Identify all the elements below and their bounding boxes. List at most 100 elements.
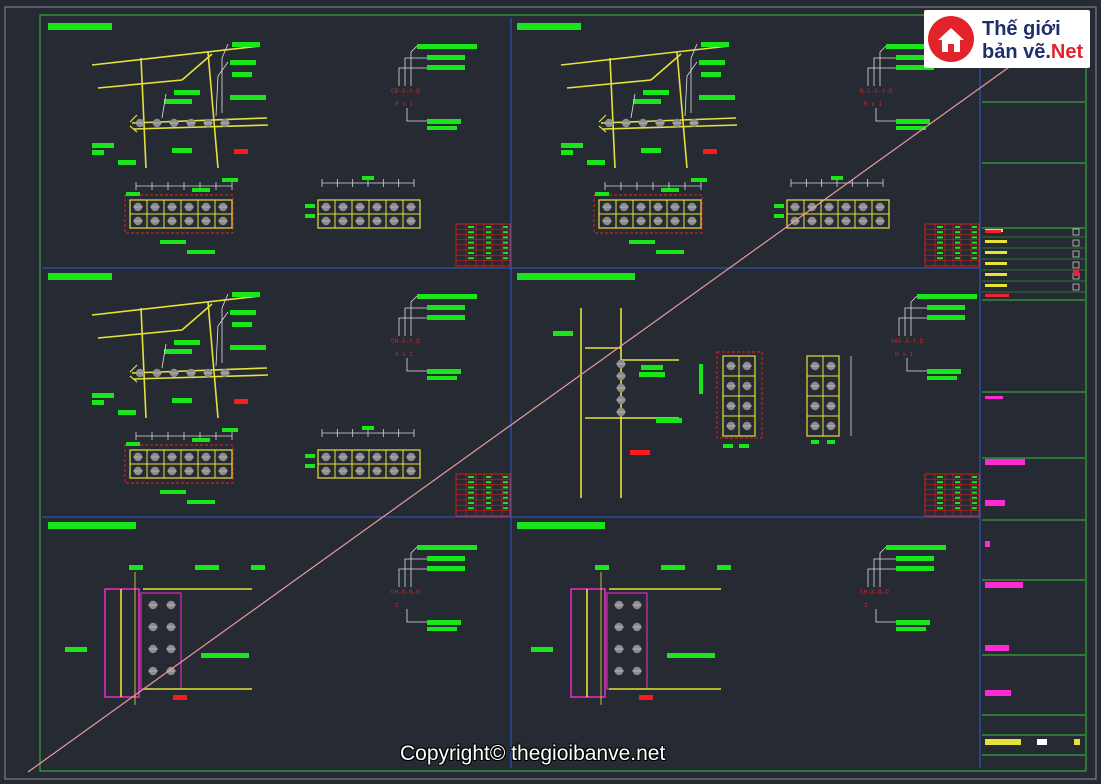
annotation-label <box>486 486 491 489</box>
annotation-label <box>92 150 104 155</box>
annotation-label <box>595 565 609 570</box>
annotation-label <box>955 257 960 260</box>
annotation-label <box>486 236 491 239</box>
leader-line <box>879 546 887 587</box>
annotation-label <box>503 231 508 234</box>
annotation-label <box>937 241 943 244</box>
annotation-label <box>362 426 374 430</box>
drawing-panel-p4: U6F-X-Y-DH x 1 <box>517 273 980 517</box>
annotation-label <box>503 502 508 504</box>
drawing-panel-p3: CH-X-Y-DH x 1 <box>48 273 511 517</box>
leader-line <box>910 295 918 336</box>
title-block-text <box>985 240 1007 243</box>
annotation-label <box>955 507 960 510</box>
annotation-label <box>201 653 249 658</box>
diagonal-cancel-line <box>27 64 1013 773</box>
annotation-label <box>937 257 943 260</box>
annotation-label <box>129 565 143 570</box>
drawing-panel-p5: CH-X-B-D1 <box>48 522 477 705</box>
annotation-label <box>656 250 684 254</box>
leader-line <box>398 67 427 86</box>
leader-line <box>873 558 896 587</box>
annotation-label <box>503 496 508 499</box>
annotation-label <box>937 507 943 510</box>
steel-member <box>91 295 261 316</box>
red-mark <box>234 399 248 404</box>
checkbox <box>1072 228 1080 236</box>
annotation-label <box>927 369 961 374</box>
red-mark <box>639 695 653 700</box>
leader-line <box>221 43 229 113</box>
leader-line <box>867 568 896 587</box>
section-scale: H x 1 <box>395 101 413 108</box>
annotation-label <box>937 496 943 499</box>
annotation-label <box>468 257 474 260</box>
annotation-label <box>468 252 474 254</box>
annotation-label <box>629 240 655 244</box>
panel-title <box>517 273 635 280</box>
leader-line <box>410 295 418 336</box>
annotation-label <box>160 490 186 494</box>
steel-member <box>140 307 147 419</box>
annotation-label <box>896 55 934 60</box>
annotation-label <box>417 294 477 299</box>
plate-outline <box>124 194 234 234</box>
annotation-label <box>739 444 749 448</box>
annotation-label <box>232 72 252 77</box>
annotation-label <box>896 119 930 124</box>
steel-member <box>129 364 138 373</box>
annotation-label <box>486 481 491 484</box>
annotation-label <box>503 226 508 228</box>
annotation-label <box>937 486 943 489</box>
annotation-label <box>486 507 491 510</box>
annotation-label <box>972 252 977 254</box>
annotation-label <box>362 176 374 180</box>
annotation-label <box>701 42 729 47</box>
annotation-label <box>561 143 583 148</box>
annotation-label <box>937 502 943 504</box>
annotation-label <box>160 240 186 244</box>
annotation-label <box>972 241 977 244</box>
annotation-label <box>92 393 114 398</box>
annotation-label <box>661 188 679 192</box>
annotation-label <box>172 148 192 153</box>
section-scale: H x 1 <box>864 101 882 108</box>
leader-line <box>398 317 427 336</box>
red-mark <box>173 695 187 700</box>
leader-line <box>161 343 167 369</box>
annotation-label <box>503 241 508 244</box>
annotation-label <box>972 481 977 484</box>
drawing-panel-p1: CB-X-Y-DH x 1 <box>48 23 511 267</box>
title-block-text <box>985 251 1007 254</box>
leader-line <box>684 61 698 117</box>
annotation-label <box>896 65 934 70</box>
title-block-field <box>985 500 1005 506</box>
annotation-label <box>468 236 474 239</box>
steel-member <box>207 301 219 419</box>
annotation-label <box>955 476 960 478</box>
annotation-label <box>503 252 508 254</box>
annotation-label <box>937 246 943 249</box>
steel-member <box>91 45 261 66</box>
annotation-label <box>503 507 508 510</box>
red-mark <box>703 149 717 154</box>
steel-member <box>129 125 138 133</box>
leader-line <box>406 108 427 122</box>
annotation-label <box>701 72 721 77</box>
annotation-label <box>427 627 457 631</box>
logo-line2-accent: Net <box>1050 41 1084 63</box>
brand-logo[interactable]: Thế giới bản vẽ.Net <box>924 10 1090 68</box>
annotation-label <box>503 246 508 249</box>
inner-frame <box>39 14 1087 772</box>
annotation-label <box>661 565 685 570</box>
annotation-label <box>232 42 260 47</box>
annotation-label <box>468 507 474 510</box>
red-mark <box>234 149 248 154</box>
section-scale: 1 <box>395 602 399 609</box>
annotation-label <box>427 556 465 561</box>
outer-frame <box>4 6 1097 780</box>
annotation-label <box>126 442 140 446</box>
annotation-label <box>955 481 960 484</box>
panel-dividers <box>42 18 981 768</box>
annotation-label <box>468 486 474 489</box>
